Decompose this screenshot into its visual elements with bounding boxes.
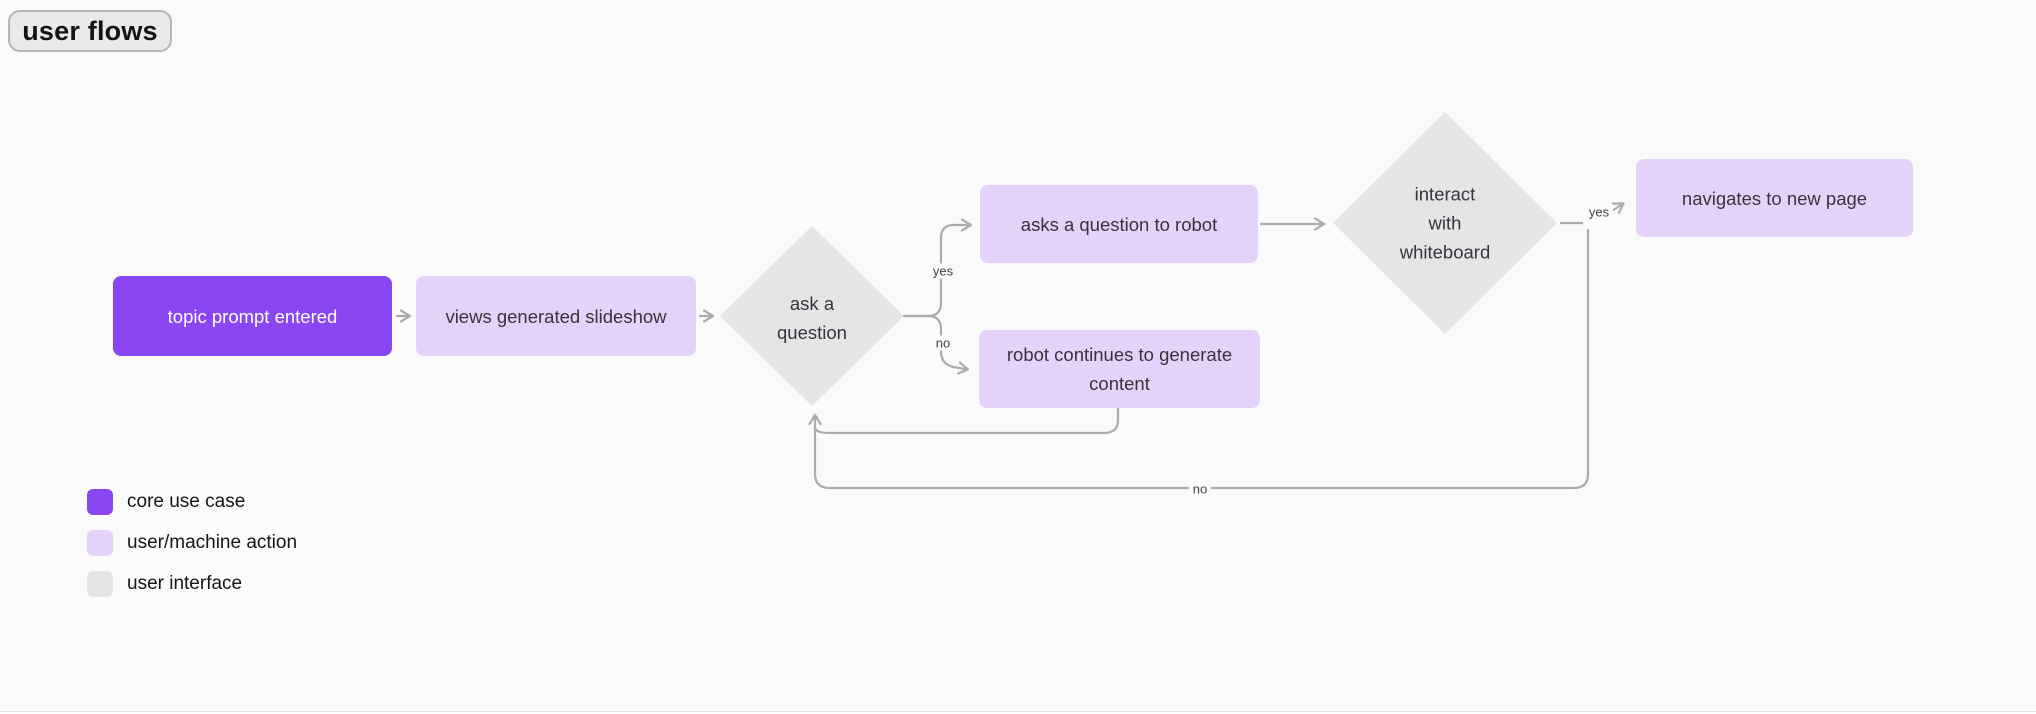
- legend-swatch-core: [87, 489, 113, 515]
- legend-label-interface: user interface: [127, 573, 243, 594]
- diamond-interact-with-whiteboard[interactable]: [1333, 112, 1557, 334]
- legend-label-core: core use case: [127, 491, 246, 512]
- edge-label-whiteboard-yes: yes: [1584, 204, 1614, 220]
- diamond-label-ask-a-question: ask a question: [777, 293, 847, 343]
- legend-item-user-machine-action: user/machine action: [87, 530, 297, 556]
- legend-item-core-use-case: core use case: [87, 489, 245, 515]
- node-robot-continues-to-generate-content[interactable]: robot continues to generate content: [979, 330, 1260, 408]
- edge-label-ask-no: no: [931, 335, 955, 351]
- diamond-label-interact-with-whiteboard: interact with whiteboard: [1399, 183, 1491, 263]
- legend-swatch-interface: [87, 571, 113, 597]
- node-asks-a-question-to-robot[interactable]: asks a question to robot: [980, 185, 1258, 263]
- node-navigates-to-new-page[interactable]: navigates to new page: [1636, 159, 1913, 237]
- edge-content-loop[interactable]: [813, 406, 1120, 435]
- legend-item-user-interface: user interface: [87, 571, 242, 597]
- node-topic-prompt-entered[interactable]: topic prompt entered: [113, 276, 392, 356]
- canvas-bottom-divider: [0, 711, 2036, 712]
- canvas-bottom-strip: [0, 712, 2036, 714]
- node-views-generated-slideshow[interactable]: views generated slideshow: [416, 276, 696, 356]
- diamond-ask-a-question[interactable]: [720, 226, 904, 406]
- legend-swatch-action: [87, 530, 113, 556]
- edge-label-ask-yes: yes: [928, 263, 958, 279]
- edge-label-whiteboard-no: no: [1188, 481, 1212, 497]
- legend-label-action: user/machine action: [127, 532, 298, 553]
- board-title[interactable]: user flows: [8, 10, 172, 52]
